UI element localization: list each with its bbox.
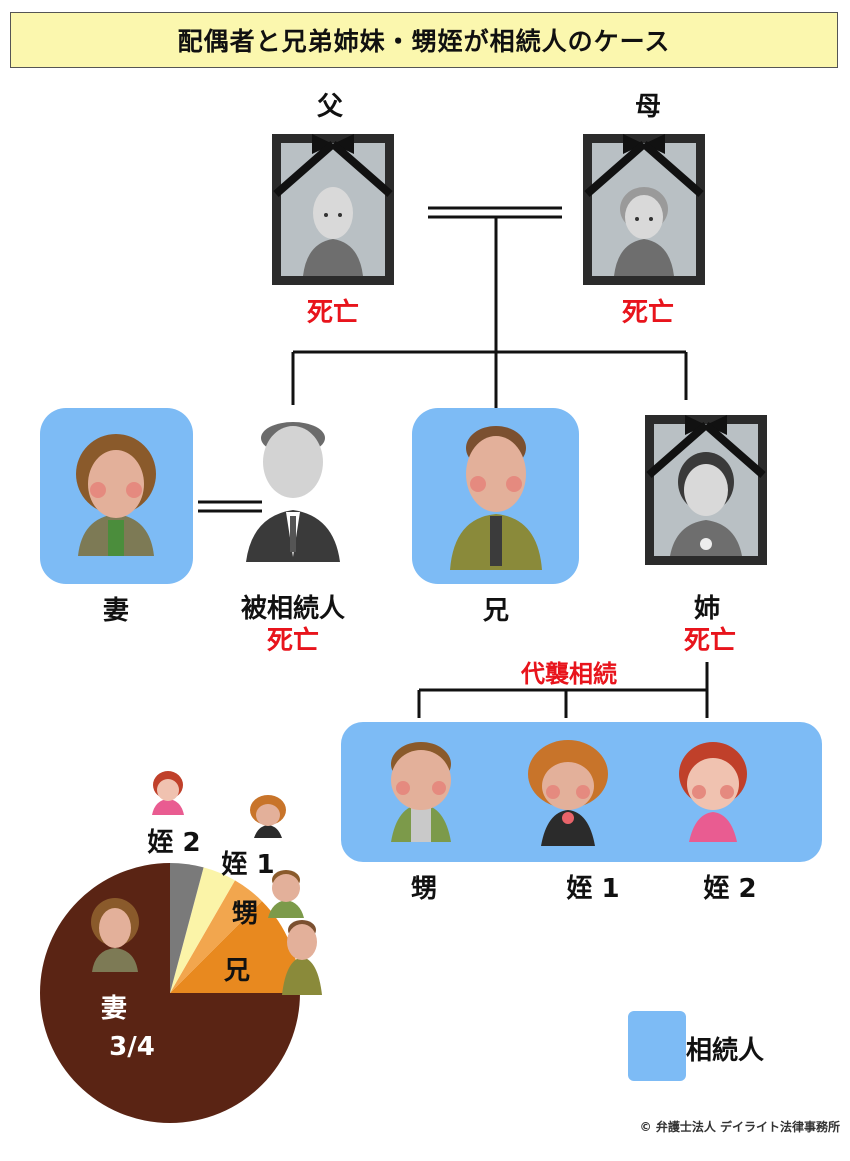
legend-heir-swatch [628,1011,686,1081]
pie-label-wife-share: 3/4 [92,1032,172,1062]
legend-heir-label: 相続人 [686,1030,796,1067]
pie-label-wife: 妻 [74,988,154,1025]
pie-niece2-figure-icon [152,771,184,815]
pie-label-niece1: 姪 1 [208,844,288,881]
pie-brother-figure-icon [282,920,322,995]
pie-label-niece2: 姪 2 [134,822,214,859]
pie-niece1-figure-icon [250,795,286,838]
pie-wife-figure-icon [91,898,139,972]
pie-label-brother: 兄 [197,950,277,987]
pie-label-nephew: 甥 [205,893,285,930]
copyright-notice: © 弁護士法人 デイライト法律事務所 [600,1118,840,1135]
